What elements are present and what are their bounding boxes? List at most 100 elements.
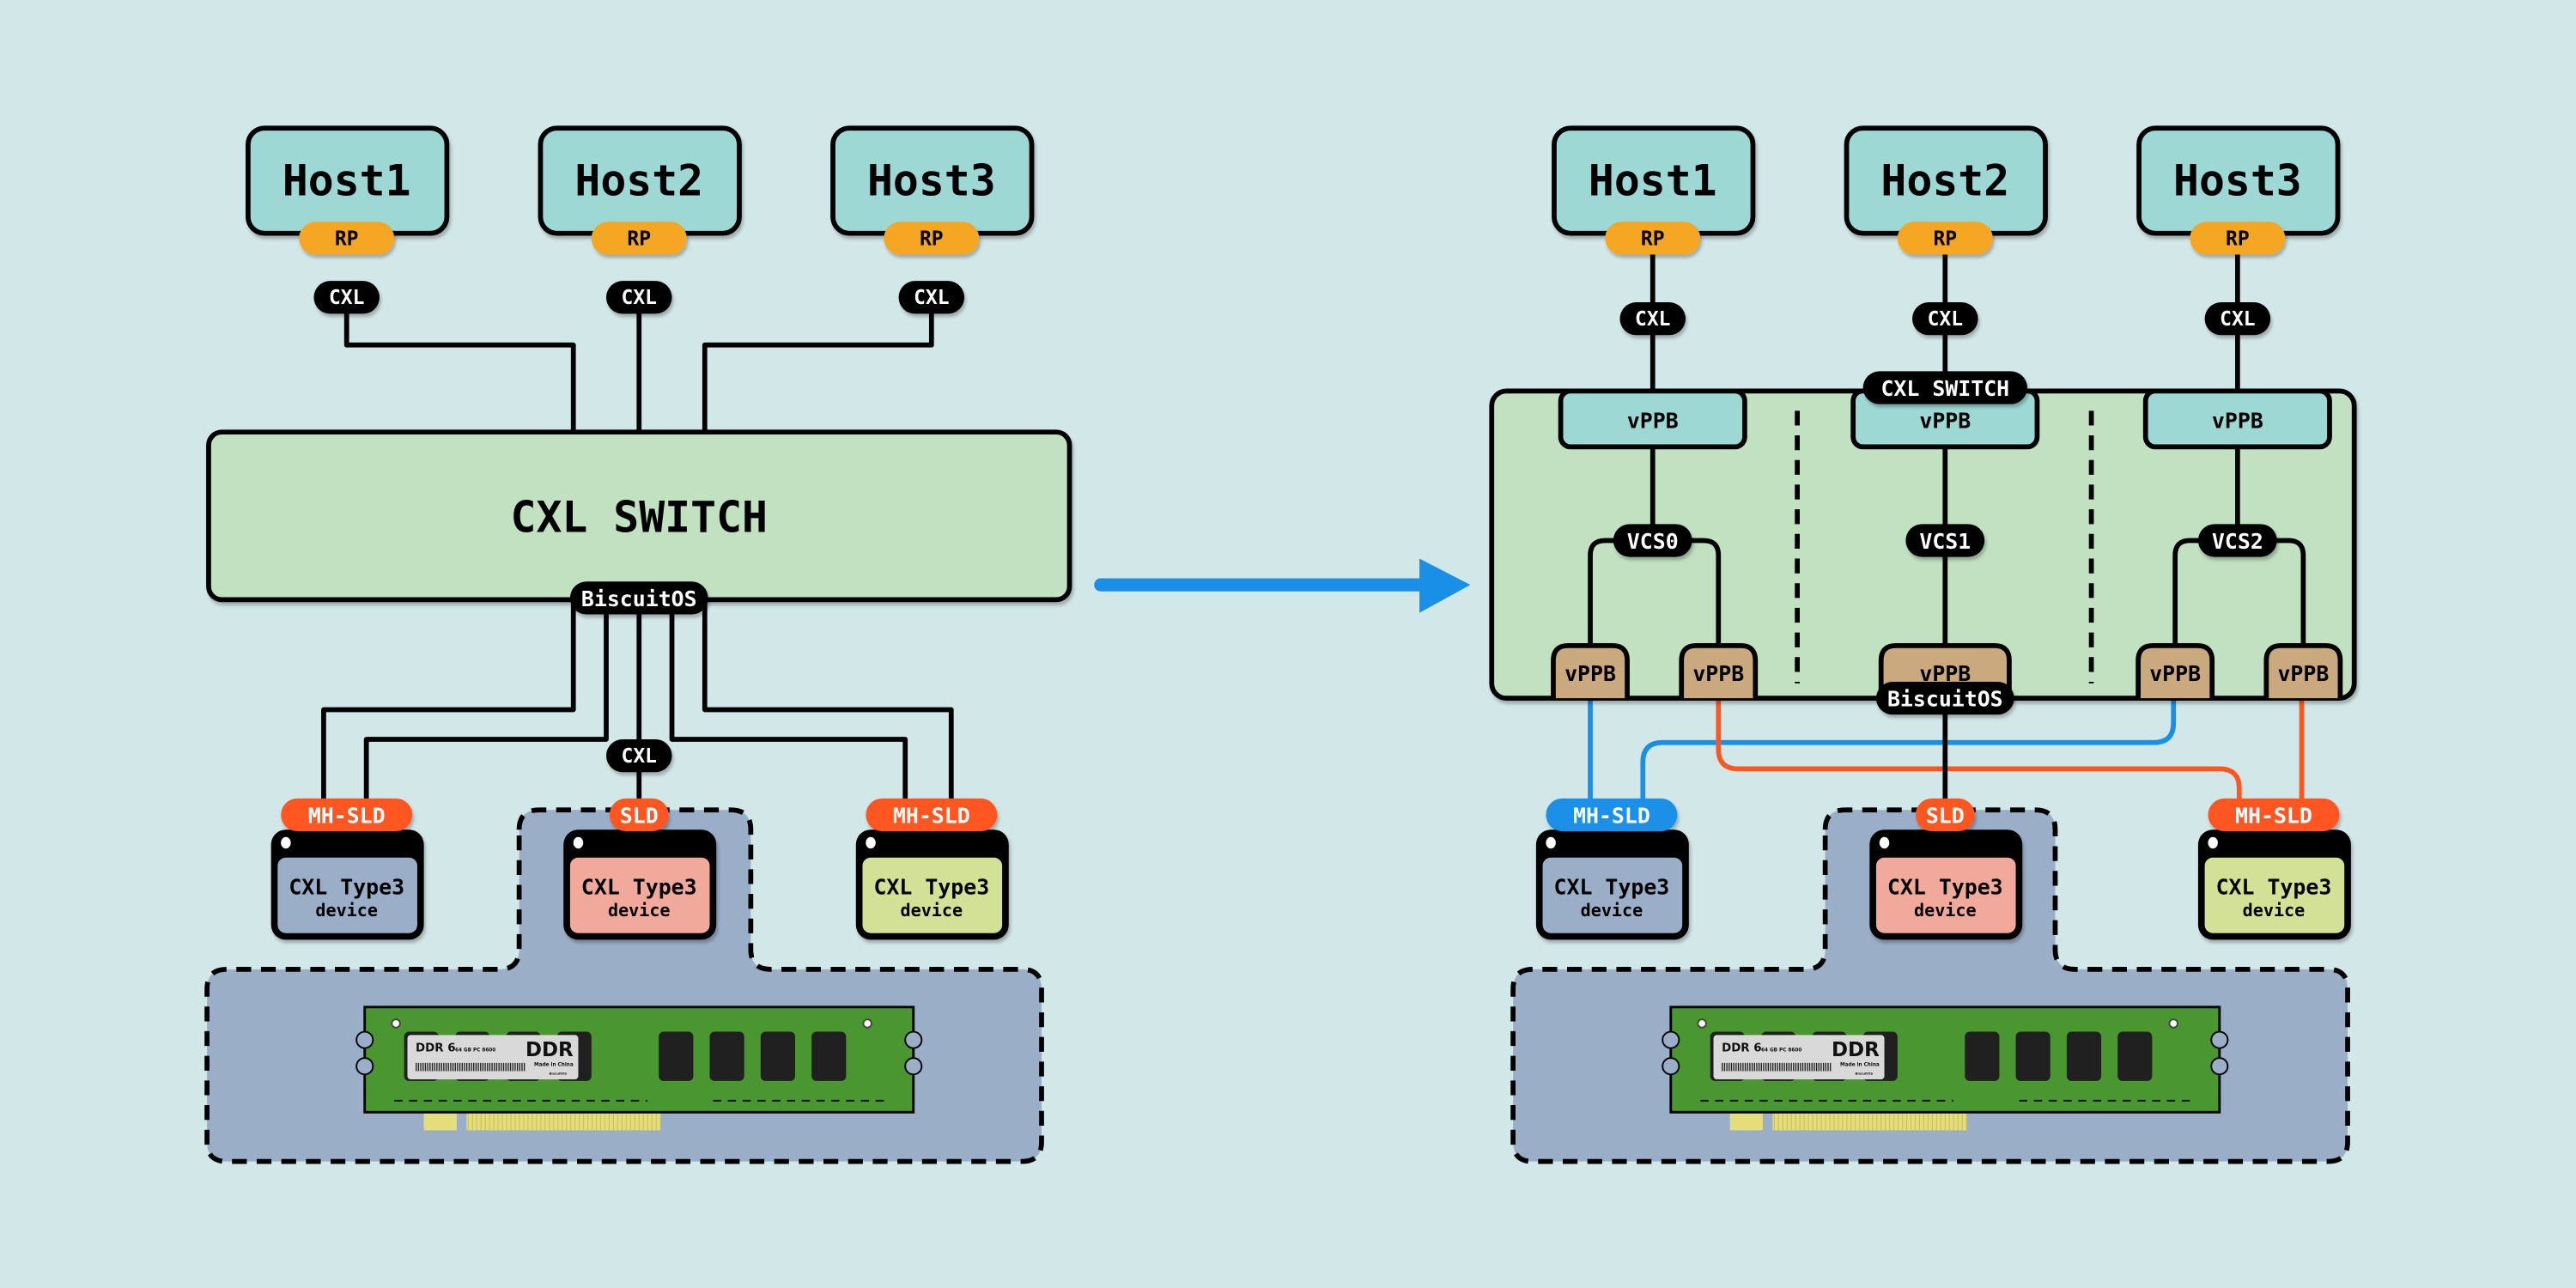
- cxl-link-tag-label: CXL: [1928, 308, 1963, 331]
- downstream-vppb-label: vPPB: [1692, 661, 1744, 686]
- biscuitos-tag: BiscuitOS: [569, 581, 708, 615]
- device-type-tag-shape: [609, 798, 669, 832]
- ddr-barcode-bar: [1808, 1062, 1811, 1072]
- ddr-barcode-bar: [465, 1062, 468, 1072]
- switch-label-tag-shape: [1862, 371, 2027, 404]
- ddr-barcode-bar: [1737, 1062, 1740, 1072]
- ddr-chip: [2066, 1031, 2102, 1081]
- host-name: Host1: [1589, 155, 1717, 205]
- ddr-barcode-bar: [1733, 1062, 1735, 1072]
- biscuitos-tag-shape: [569, 581, 708, 615]
- ddr-barcode-bar: [519, 1062, 520, 1072]
- device-led-icon: [281, 836, 291, 849]
- root-port-tag-shape: [1605, 222, 1701, 255]
- ddr-maker: BiscuitOS: [1856, 1071, 1874, 1075]
- ddr-barcode-bar: [438, 1062, 440, 1072]
- host-name: Host3: [867, 155, 996, 205]
- ddr-chip: [2117, 1031, 2153, 1081]
- device-type-tag: SLD: [1915, 798, 1975, 832]
- cxl-link-tag-label: CXL: [2220, 308, 2255, 331]
- device-led-icon: [573, 836, 584, 849]
- cxl-link-tag-shape: [605, 281, 672, 314]
- ddr-barcode-bar: [1797, 1062, 1799, 1072]
- host1-link: [343, 297, 576, 433]
- cxl-link-tag-label: CXL: [622, 745, 657, 768]
- mh-sld-link-blue: [1640, 698, 2177, 805]
- ddr-barcode-bar: [521, 1062, 523, 1072]
- upstream-vppb-label: vPPB: [1919, 408, 1971, 433]
- ddr-barcode-bar: [1783, 1062, 1785, 1072]
- ddr-barcode-bar: [1742, 1062, 1744, 1072]
- cxl-link-tag: CXL: [898, 281, 965, 314]
- vcs-tag-shape: [1613, 524, 1692, 557]
- cxl-link-tag: CXL: [2204, 302, 2271, 336]
- ddr-barcode-bar: [473, 1062, 475, 1072]
- root-port-tag-shape: [1897, 222, 1993, 255]
- vcs-tag-shape: [2197, 524, 2277, 557]
- ddr-pins-large: [1772, 1112, 1967, 1131]
- ddr-barcode-bar: [1811, 1062, 1813, 1072]
- ddr-barcode-bar: [1753, 1062, 1755, 1072]
- downstream-vppb: [1679, 643, 1759, 699]
- device-type-tag-label: MH-SLD: [1573, 803, 1650, 828]
- ddr-barcode-bar: [427, 1062, 428, 1072]
- ddr-barcode-bar: [468, 1062, 471, 1072]
- ddr-barcode-bar: [484, 1062, 486, 1072]
- biscuitos-tag-shape: [1875, 682, 2014, 715]
- ddr-pins-small: [423, 1112, 457, 1131]
- cxl-link-tag: CXL: [1912, 302, 1978, 336]
- ddr-barcode-bar: [443, 1062, 445, 1072]
- ddr-barcode-bar: [1763, 1062, 1765, 1072]
- device-type-tag-label: MH-SLD: [893, 803, 970, 828]
- ddr-barcode-bar: [454, 1062, 456, 1072]
- ddr-chip: [2015, 1031, 2050, 1081]
- downlink: [702, 599, 954, 805]
- vcs-tag: VCS0: [1613, 524, 1692, 557]
- root-port-tag: RP: [299, 222, 395, 255]
- device-body: [569, 857, 710, 933]
- cxl-link-tag-label: CXL: [1635, 308, 1670, 331]
- ddr-barcode-bar: [417, 1062, 420, 1072]
- ddr-barcode-bar: [498, 1062, 500, 1072]
- switch-label-tag-label: CXL SWITCH: [1880, 376, 2009, 401]
- device-title: CXL Type3: [289, 875, 404, 900]
- ddr-brand: DDR: [1832, 1039, 1880, 1061]
- ddr-barcode-bar: [447, 1062, 449, 1072]
- ddr-notch: [904, 1057, 923, 1076]
- device-type-tag: MH-SLD: [2208, 798, 2340, 832]
- device-body: [277, 857, 417, 933]
- downlink: [363, 599, 609, 805]
- transform-arrow-icon: [1094, 558, 1471, 613]
- root-port-tag-shape: [2190, 222, 2286, 255]
- ddr-hole: [2168, 1018, 2178, 1029]
- device-led-icon: [1879, 836, 1890, 849]
- device-led-icon: [866, 836, 876, 849]
- downstream-vppb: [2263, 643, 2343, 699]
- left-links: [321, 297, 954, 805]
- ddr-label: DDR 6: [416, 1042, 455, 1054]
- cxl-link-tag-label: CXL: [914, 287, 949, 309]
- ddr-chip: [709, 1031, 744, 1081]
- downstream-vppb: [2136, 643, 2215, 699]
- ddr-barcode-bar: [1801, 1062, 1804, 1072]
- ddr-barcode-bar: [1829, 1062, 1832, 1072]
- device-type-tag-shape: [866, 798, 998, 832]
- ddr-barcode-bar: [459, 1062, 461, 1072]
- ddr-spec: 64 GB PC 8600: [455, 1048, 495, 1053]
- ddr-pins-small: [1729, 1112, 1763, 1131]
- switch-label-tag: CXL SWITCH: [1862, 371, 2027, 404]
- vcs-tag-label: VCS2: [2212, 529, 2263, 554]
- device-type-tag-shape: [281, 798, 413, 832]
- device-type-tag: MH-SLD: [866, 798, 998, 832]
- ddr-notch: [904, 1030, 923, 1049]
